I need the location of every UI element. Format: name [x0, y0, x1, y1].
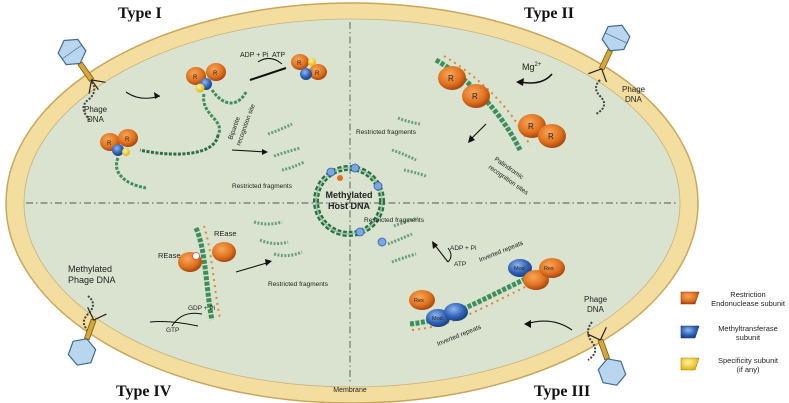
svg-text:R: R — [528, 122, 534, 131]
gdp-pi-label: GDP + Pi — [188, 305, 215, 312]
phage-dna-strand — [82, 81, 96, 121]
restricted-fragments-type3 — [387, 216, 419, 264]
atp-arrow — [447, 247, 452, 263]
arrowhead — [262, 149, 268, 155]
svg-text:R: R — [213, 71, 218, 77]
methylated-host-label-2: Host DNA — [328, 201, 370, 211]
res-label: Res — [414, 298, 424, 304]
arrow — [235, 261, 271, 273]
dna-helix — [202, 93, 221, 136]
svg-text:R: R — [297, 61, 302, 67]
arrow — [149, 321, 199, 327]
methyl-groups — [326, 163, 387, 247]
adp-pi-label: ADP + Pi — [450, 245, 476, 252]
legend-restriction-icon — [680, 291, 700, 305]
methylated-phage-label-1: Methylated — [68, 264, 112, 274]
title-type-2: Type II — [524, 5, 574, 22]
restricted-fragments-label: Restricted fragments — [364, 217, 425, 224]
legend-methyl-label-2: subunit — [736, 333, 761, 342]
membrane-label: Membrane — [333, 387, 367, 394]
phage-icon — [587, 326, 627, 386]
title-type-4: Type IV — [116, 383, 172, 400]
arrowhead — [154, 92, 160, 99]
gtp-arrow — [171, 312, 203, 327]
rease-label-2: REase — [214, 229, 237, 238]
svg-text:R: R — [315, 71, 320, 77]
methylated-host-label-1: Methylated — [325, 190, 372, 200]
type1-enzyme-bound: R R — [100, 129, 138, 156]
phage-icon — [588, 24, 631, 83]
legend: Restriction Endonuclease subunit Methylt… — [680, 290, 786, 374]
phage-dna-label-1: Phage — [84, 105, 108, 114]
atp-label: ATP — [454, 261, 466, 268]
restricted-fragments-type4 — [253, 220, 303, 258]
mg-label: Mg2+ — [522, 62, 542, 72]
legend-restriction-label-2: Endonuclease subunit — [711, 299, 786, 308]
phage-dna-label-1b: DNA — [87, 115, 105, 124]
title-type-1: Type I — [118, 5, 162, 22]
arrowhead — [468, 135, 475, 143]
dna-helix — [210, 89, 248, 105]
arrow — [469, 123, 487, 141]
legend-specificity-icon — [680, 357, 700, 371]
mod-label: Mod — [432, 316, 443, 322]
restricted-fragments-type1 — [267, 122, 305, 172]
svg-text:R: R — [125, 137, 130, 143]
arrow — [433, 243, 449, 263]
legend-restriction-label: Restriction — [730, 290, 765, 299]
phage-icon — [57, 38, 106, 94]
phage-icon — [67, 306, 107, 366]
atp-label: ATP — [272, 52, 285, 59]
type3-dna-complex — [409, 258, 565, 331]
phage-dna-label-2: Phage — [622, 85, 646, 94]
restricted-fragments-label: Restricted fragments — [232, 183, 293, 190]
svg-text:R: R — [193, 75, 198, 81]
type1-enzyme-translocating: R R — [291, 54, 327, 80]
type4-dna-complex — [178, 225, 236, 321]
restricted-fragments-label: Restricted fragments — [356, 129, 417, 136]
res-label: Res — [544, 266, 554, 272]
rease-label-1: REase — [158, 251, 181, 260]
svg-text:R: R — [448, 74, 454, 83]
phage-dna-strand — [82, 295, 94, 335]
phage-dna-label-3: Phage — [584, 295, 608, 304]
svg-text:R: R — [472, 92, 478, 101]
arrowhead — [524, 320, 531, 328]
arrowhead — [516, 78, 524, 86]
legend-spec-label: Specificity subunit — [718, 356, 779, 365]
atp-arrow — [257, 58, 283, 65]
arrowhead — [432, 241, 438, 249]
dna-helix — [139, 134, 220, 156]
restricted-fragments-type2 — [391, 116, 427, 178]
phage-dna-label-2b: DNA — [625, 95, 643, 104]
phage-dna-strand — [587, 321, 597, 361]
arrowhead — [265, 259, 272, 266]
arrow — [231, 149, 267, 153]
methylated-phage-label-2: Phage DNA — [68, 275, 116, 285]
host-dna-circle-inner — [315, 167, 383, 235]
legend-methyl-label: Methyltransferase — [718, 324, 778, 333]
mod-label: Mod — [514, 266, 525, 272]
reaction-bar — [249, 67, 287, 81]
phage-dna-label-3b: DNA — [587, 305, 605, 314]
dna-helix — [115, 157, 147, 190]
phage-dna-strand — [595, 79, 606, 115]
adp-pi-label: ADP + Pi — [240, 52, 269, 59]
restricted-fragments-label: Restricted fragments — [268, 281, 329, 288]
legend-methyltransferase-icon — [680, 325, 700, 339]
legend-spec-label-2: (if any) — [737, 365, 760, 374]
svg-text:R: R — [548, 132, 554, 141]
type2-dna-complex: R R R R — [434, 55, 566, 152]
type1-enzyme-complex: R R — [186, 63, 226, 93]
gtp-label: GTP — [166, 327, 179, 334]
title-type-3: Type III — [534, 383, 590, 400]
mg-arrow — [519, 73, 553, 84]
svg-text:R: R — [107, 141, 112, 147]
